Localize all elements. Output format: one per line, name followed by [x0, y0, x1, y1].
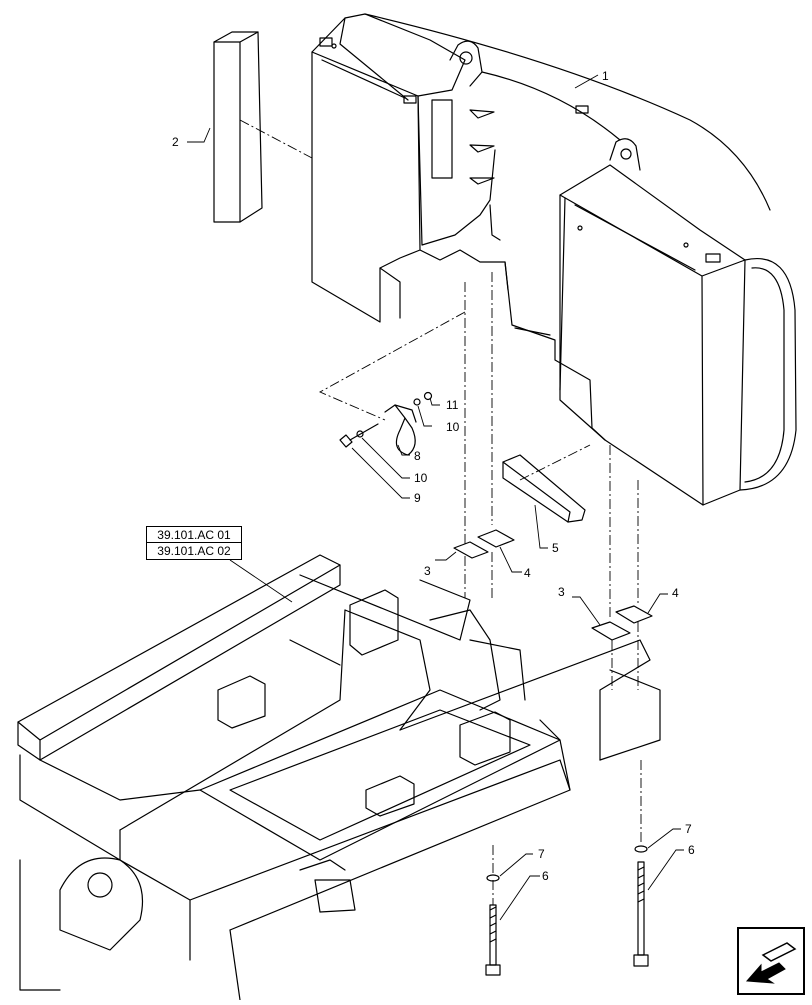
callout-1: 1: [602, 69, 609, 83]
callout-3a: 3: [424, 564, 431, 578]
shim-part-4b: [615, 605, 653, 624]
clamp-part-8: [384, 404, 417, 456]
callout-8: 8: [414, 449, 421, 463]
reference-link-2[interactable]: 39.101.AC 02: [146, 543, 242, 560]
arrow-icon[interactable]: [737, 927, 805, 995]
callout-7a: 7: [538, 847, 545, 861]
bolt-part-6b: [633, 861, 649, 967]
nut-part-11: [423, 391, 433, 401]
pad-part-5: [502, 454, 586, 523]
shim-part-3b: [591, 621, 631, 641]
washer-part-10b: [413, 398, 421, 406]
counterweight-part-1: [311, 13, 797, 506]
washer-part-7b: [634, 845, 648, 853]
callout-11: 11: [446, 398, 459, 412]
shim-part-4a: [477, 529, 515, 548]
callout-4a: 4: [524, 566, 531, 580]
callout-10a: 10: [414, 471, 428, 485]
callout-3b: 3: [558, 585, 565, 599]
callout-6a: 6: [542, 869, 549, 883]
reference-link-1[interactable]: 39.101.AC 01: [146, 526, 242, 543]
bolt-part-9: [339, 423, 379, 448]
callout-6b: 6: [688, 843, 695, 857]
machine-frame: [17, 554, 661, 1001]
pad-part-2: [213, 31, 263, 223]
callout-10b: 10: [446, 420, 460, 434]
shim-part-3a: [453, 541, 489, 559]
washer-part-10a: [356, 430, 364, 438]
callout-4b: 4: [672, 586, 679, 600]
callout-2: 2: [172, 135, 179, 149]
arrow-icon-glyph: [745, 942, 797, 984]
bolt-part-6a: [485, 904, 501, 976]
callout-7b: 7: [685, 822, 692, 836]
callout-9: 9: [414, 491, 421, 505]
callout-5: 5: [552, 541, 559, 555]
